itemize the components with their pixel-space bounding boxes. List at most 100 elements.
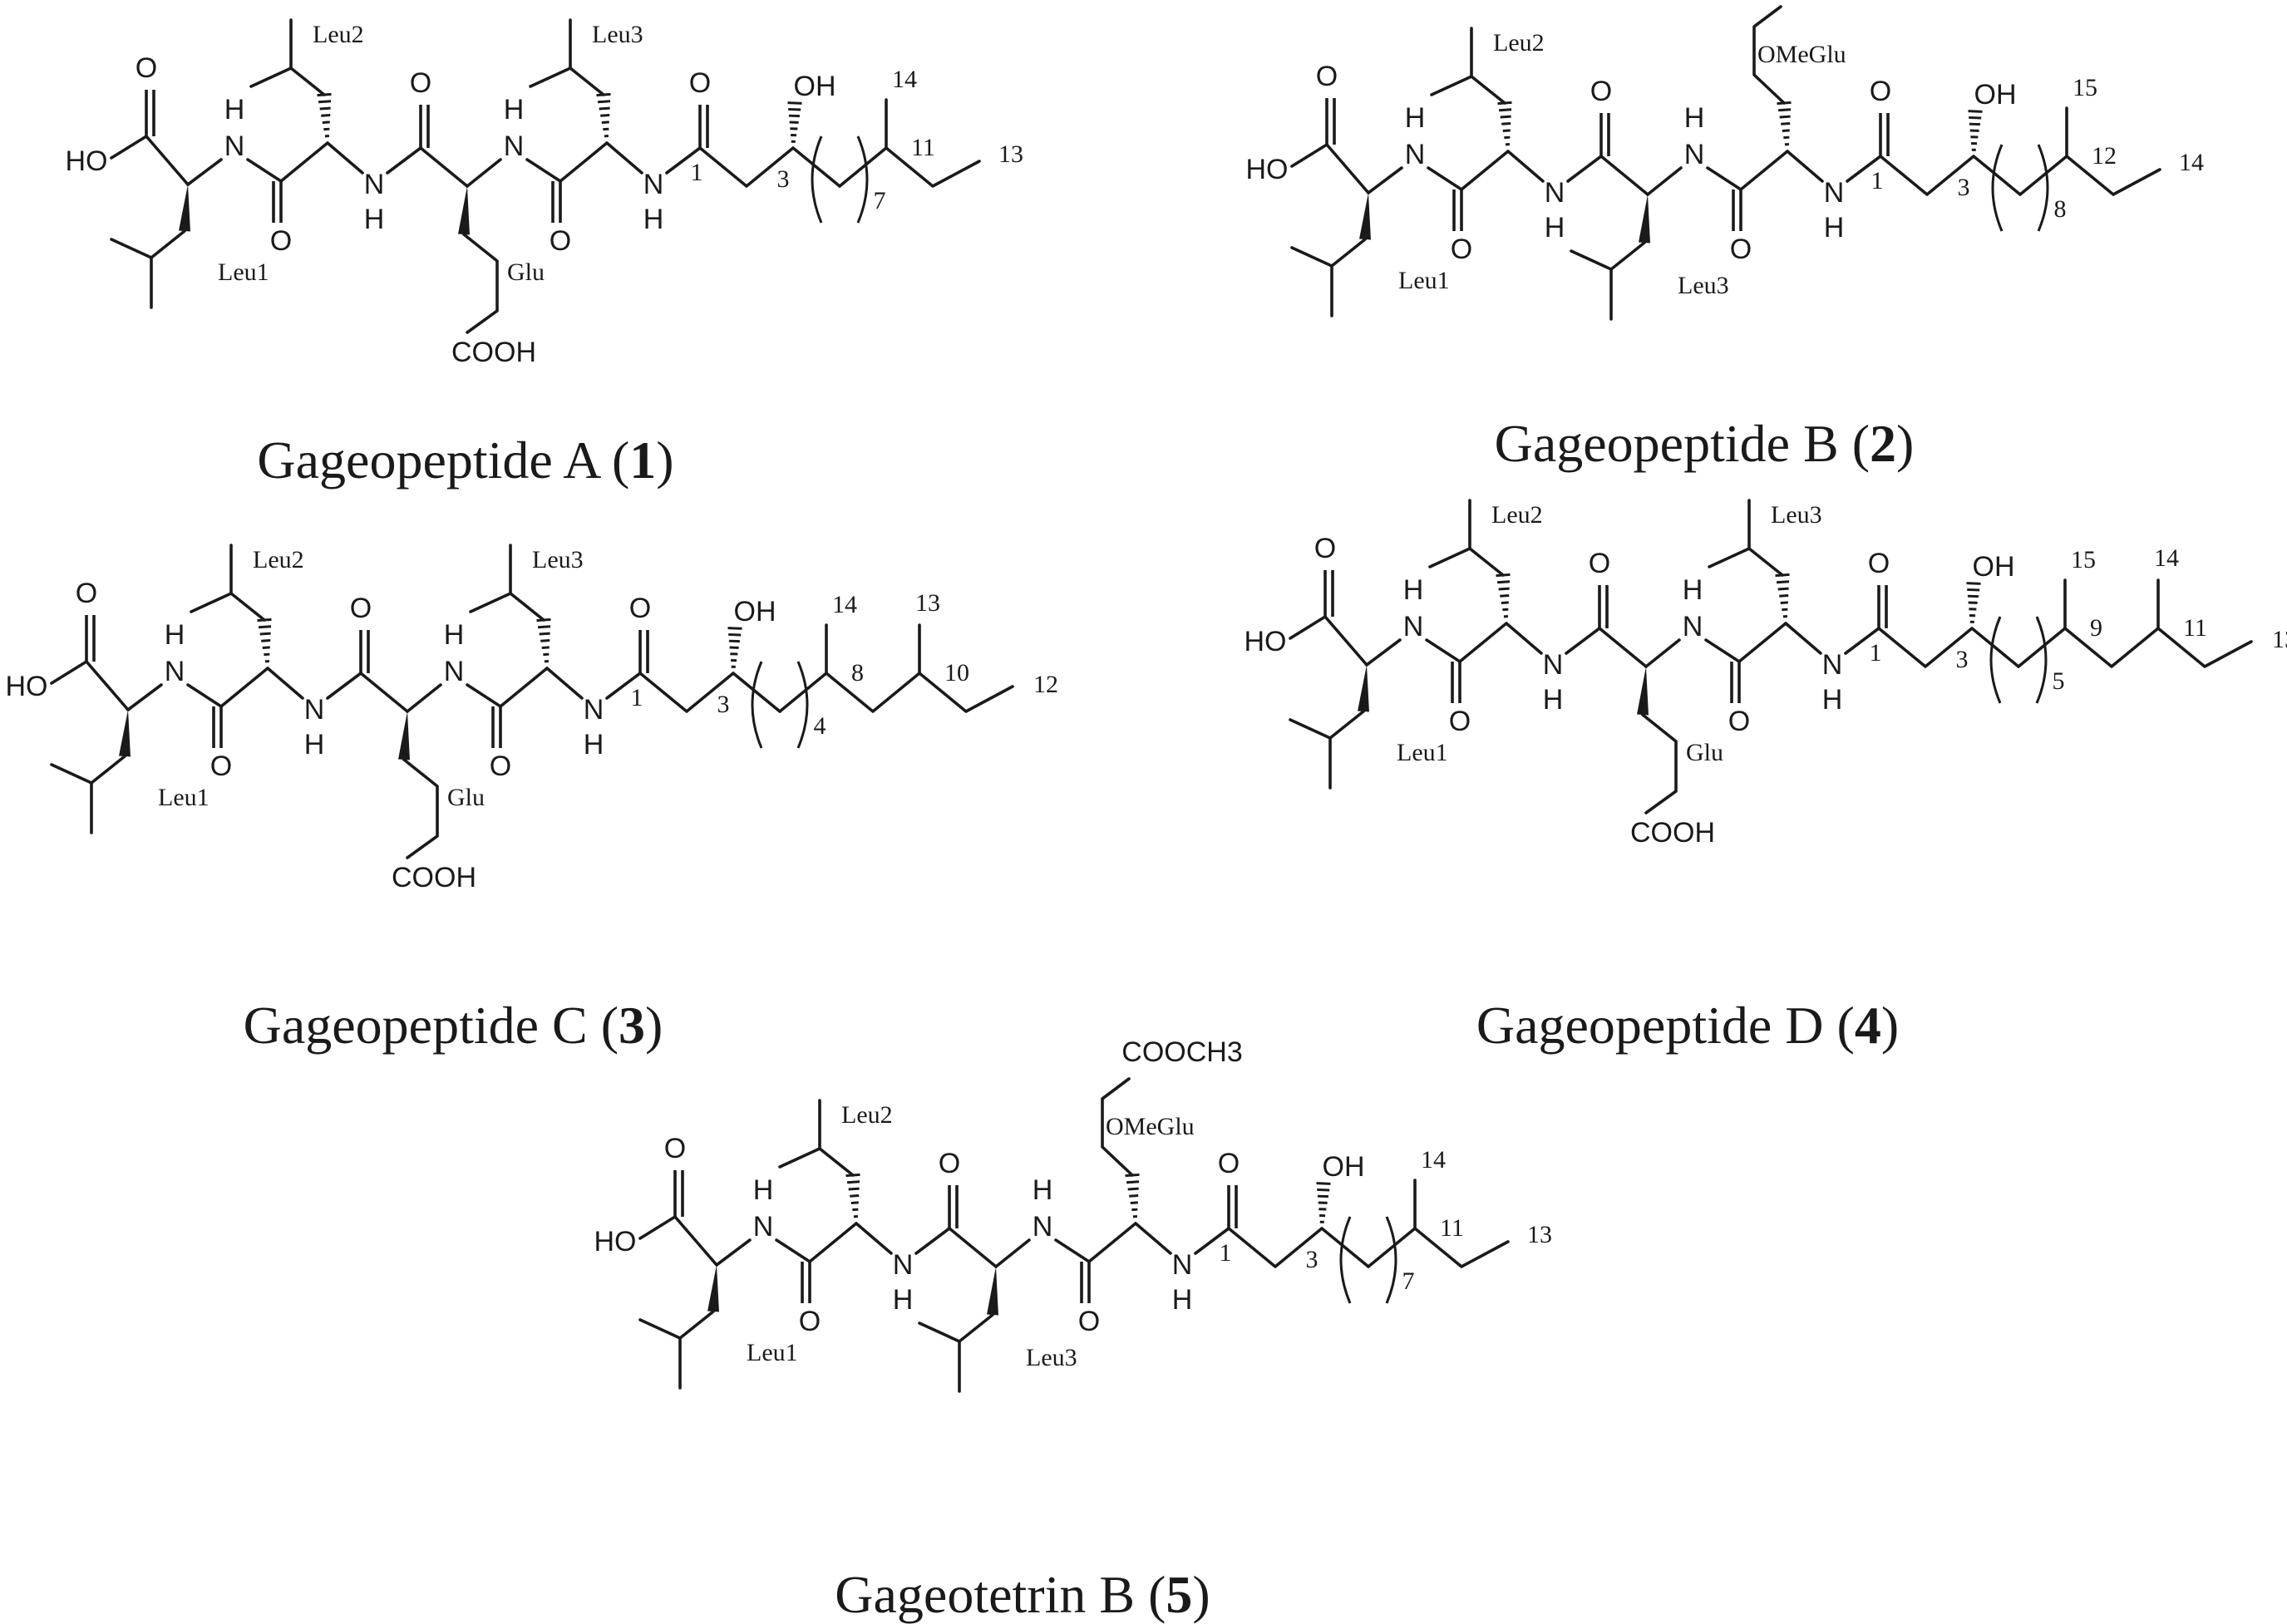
leu1-methyl-bond	[638, 1318, 682, 1340]
amide-h2-label: H	[1545, 212, 1565, 244]
acid-oxygen-label: O	[1314, 533, 1336, 564]
repeat-count-label: 4	[814, 712, 826, 740]
leu1-label: Leu1	[158, 784, 209, 811]
acid-alpha-bond	[1323, 615, 1368, 667]
carbonyl1-bond	[1451, 662, 1461, 703]
repeat-count-label: 7	[874, 187, 886, 214]
amide-h3-label: H	[1033, 1174, 1053, 1206]
acid-carbonyl-bond	[1323, 570, 1334, 617]
carbonyl-c1-oxygen-label: O	[629, 593, 651, 624]
glu-sidechain-bond	[462, 233, 499, 334]
leu3-methyl-bond	[1570, 249, 1613, 271]
leu2-hashed-bond	[317, 92, 332, 138]
c1-c3-bond	[1227, 1227, 1323, 1268]
alpha3-n3-bond	[994, 1238, 1031, 1268]
glu-carboxyl-label: COOH	[451, 337, 536, 368]
caption-close: )	[1896, 414, 1914, 473]
acid-carbonyl-bond	[145, 90, 155, 136]
glu-sidechain-bond	[1641, 713, 1678, 814]
hydroxyl-label: OH	[734, 596, 776, 627]
leu2-label: Leu2	[313, 21, 364, 48]
caption-number: 2	[1870, 414, 1896, 473]
alpha2-n2-bond	[326, 141, 364, 175]
tail-end-bond	[885, 146, 981, 188]
carbonyl2-bond	[359, 630, 370, 673]
caption-close: )	[656, 431, 673, 490]
res4-hashed-bond	[1775, 573, 1790, 618]
leu1-methyl-bond	[50, 763, 93, 785]
alpha2-n2-bond	[855, 1222, 893, 1255]
res4-hashed-bond	[1125, 1173, 1140, 1218]
amide-n1-label: N	[224, 130, 245, 162]
carbonyl2-bond	[948, 1185, 959, 1228]
c-alpha2-bond	[219, 667, 269, 708]
leu1-sidechain-bond	[90, 755, 126, 834]
hydroxyl-label: OH	[1974, 79, 2017, 111]
repeat-bracket-right	[856, 135, 869, 224]
branch-carbon-number: 12	[2092, 142, 2117, 170]
res3-wedge-bond	[987, 1267, 998, 1316]
amide-h2-label: H	[364, 204, 385, 235]
caption-close: )	[1881, 996, 1899, 1055]
leu1-wedge-bond	[707, 1265, 719, 1312]
tail-end-bond	[918, 672, 1014, 713]
compound-structure: OHOLeu1NHOLeu2NHOGluCOOHNHOLeu3NHO1OH371…	[66, 18, 1023, 368]
amide-n1-label: N	[165, 656, 185, 687]
residue4-label: Leu3	[1771, 501, 1822, 529]
residue4-label: OMeGlu	[1106, 1113, 1195, 1140]
leu2-methyl-bond	[190, 592, 233, 613]
alpha2-n2-bond	[1505, 622, 1543, 655]
c3-hydroxyl-hashed-bond	[787, 101, 802, 143]
alpha2-n2-bond	[1506, 150, 1545, 183]
branch-carbon-number: 9	[2090, 614, 2102, 642]
carbonyl3-bond	[551, 181, 562, 223]
amide-n3-label: N	[1033, 1211, 1053, 1243]
repeat-bracket-right	[796, 661, 809, 749]
c-alpha2-bond	[279, 141, 329, 183]
tail-end-bond	[2065, 155, 2161, 196]
leu2-label: Leu2	[1491, 501, 1543, 529]
amide-h1-label: H	[165, 619, 185, 651]
carbonyl3-bond	[1732, 189, 1742, 231]
tail-middle-bond	[2063, 627, 2160, 668]
repeat-count-label: 5	[2053, 667, 2065, 695]
res3-wedge-bond	[398, 711, 410, 760]
caption-name: Gageopeptide A (	[257, 431, 629, 490]
residue4-label: OMeGlu	[1757, 41, 1846, 68]
compound-caption: Gageopeptide C (3)	[244, 996, 663, 1055]
c-alpha4-bond	[499, 667, 549, 708]
amide-h1-label: H	[224, 94, 245, 125]
carbon-1-label: 1	[691, 159, 703, 186]
carbonyl-c1-bond	[1227, 1185, 1238, 1228]
carbonyl3-oxygen-label: O	[550, 225, 571, 257]
leu2-label: Leu2	[253, 546, 304, 573]
carbon-1-label: 1	[1220, 1239, 1232, 1267]
carbonyl3-bond	[1730, 662, 1741, 703]
n4-c1-bond	[1844, 627, 1880, 655]
amide-n1-label: N	[1405, 139, 1426, 170]
n1-c-bond	[775, 1238, 811, 1263]
branch2-methyl-number: 14	[2154, 544, 2179, 572]
carbon-3-label: 3	[1306, 1246, 1318, 1273]
glu-carboxyl-label: COOH	[392, 862, 476, 893]
repeat-branch-bond	[2018, 155, 2068, 196]
repeat-bracket-left	[1339, 1216, 1352, 1304]
leu2-methyl-bond	[249, 66, 293, 88]
repeat-bracket-right	[2037, 144, 2049, 232]
acid-c-oh-bond	[1289, 615, 1327, 640]
leu2-methyl-bond	[1430, 75, 1473, 96]
compound-structure: OHOLeu1NHOLeu2NHOGluCOOHNHOLeu3NHO1OH351…	[1245, 499, 2287, 849]
carbonyl3-oxygen-label: O	[1730, 234, 1752, 265]
terminal-carbon-number: 13	[1527, 1221, 1552, 1248]
carbonyl1-oxygen-label: O	[270, 225, 292, 257]
glu-sidechain-bond	[402, 758, 439, 859]
acid-oxygen-label: O	[136, 52, 157, 84]
amide-h3-label: H	[1683, 574, 1703, 606]
caption-close: )	[1192, 1565, 1210, 1624]
acid-carbonyl-bond	[85, 615, 96, 662]
leu1-sidechain-bond	[150, 229, 186, 309]
n1-c-bond	[246, 158, 283, 183]
residue4-label: Leu3	[532, 546, 584, 573]
compound-caption: Gageopeptide D (4)	[1476, 996, 1899, 1055]
